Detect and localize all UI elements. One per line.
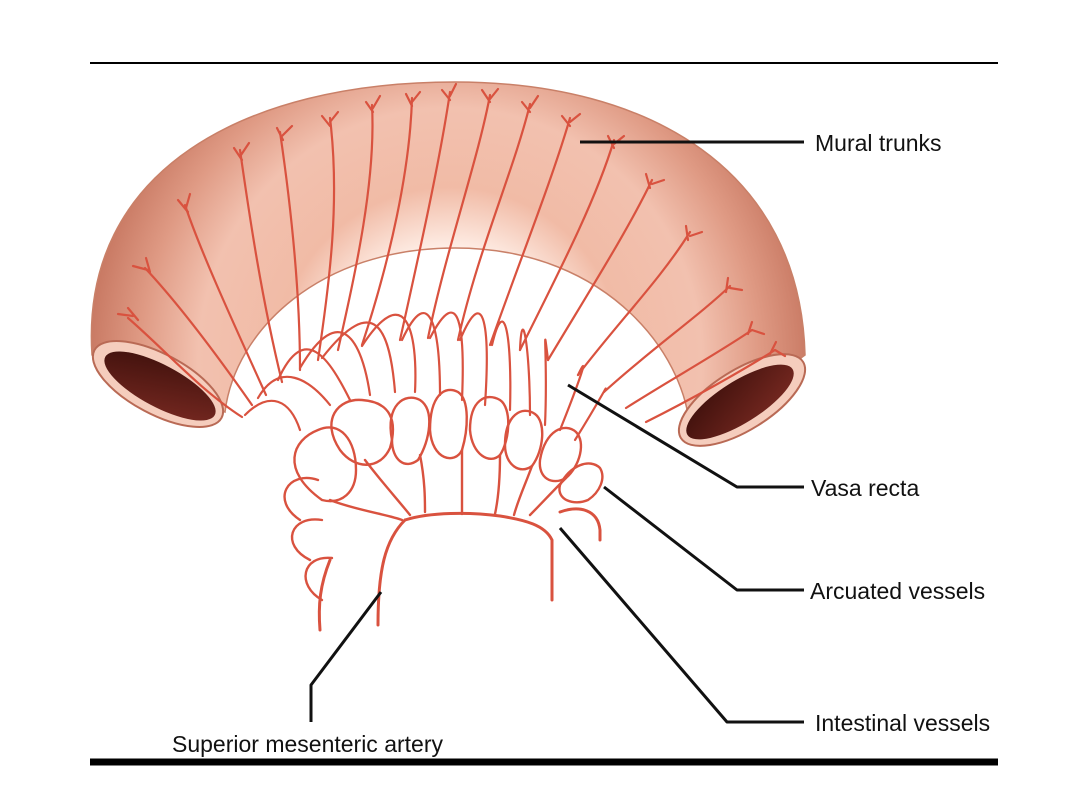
mural-trunks-vessels — [116, 82, 787, 424]
label-vasa-recta: Vasa recta — [811, 475, 919, 501]
vasa-recta-vessels — [243, 311, 607, 442]
right-bowel-opening — [677, 353, 807, 447]
leader-intestinal-vessels — [558, 527, 804, 724]
label-arcuated-vessels: Arcuated vessels — [810, 578, 985, 604]
label-superior-mesenteric-artery: Superior mesenteric artery — [172, 731, 443, 757]
leader-arcuated-vessels — [603, 485, 804, 592]
leader-lines — [309, 140, 804, 724]
intestinal-vessels — [317, 507, 602, 632]
leader-vasa-recta — [567, 383, 804, 489]
leader-superior-mesenteric-artery — [309, 591, 383, 722]
arcuated-vessels — [283, 388, 604, 602]
bowel-loop — [90, 81, 807, 447]
label-intestinal-vessels: Intestinal vessels — [815, 710, 990, 736]
bowel-body — [90, 81, 806, 442]
label-mural-trunks: Mural trunks — [815, 130, 942, 156]
